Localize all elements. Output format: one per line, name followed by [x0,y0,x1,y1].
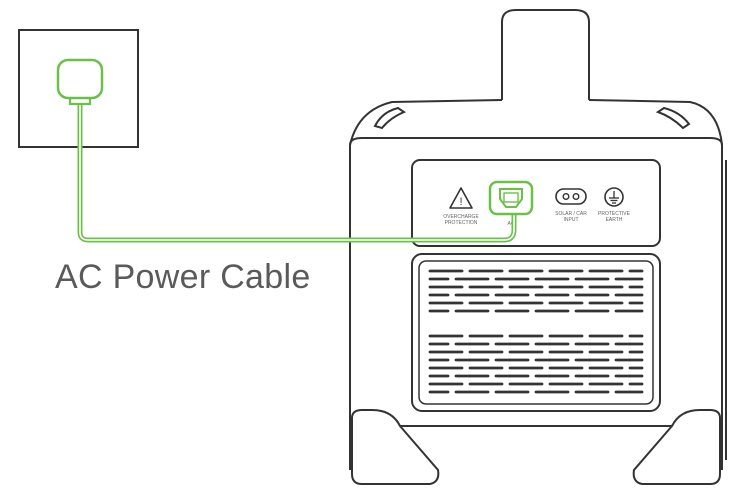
power-station [349,9,727,485]
earth-label-1: PROTECTIVE [598,211,631,217]
plug-icon [56,58,104,106]
right-handle-slot [655,106,691,130]
earth-ground-icon [604,187,624,207]
solar-label-1: SOLAR / CAR [555,211,587,217]
overcharge-label-2: PROTECTION [445,220,478,226]
left-handle-slot [373,106,407,130]
left-foot [351,409,440,485]
ac-power-cable [56,58,534,243]
right-foot [632,409,721,485]
solar-label-2: INPUT [564,217,579,223]
warning-glyph: ! [459,196,462,208]
cable-caption: AC Power Cable [55,258,311,296]
earth-label-2: EARTH [606,217,623,223]
connector-panel: ! OVERCHARGE PROTECTION SOLAR / CAR INPU… [411,159,661,247]
warning-triangle-icon: ! [449,187,473,209]
vent-grille-icon [411,253,661,412]
ac-inlet-icon [488,180,534,216]
top-shoulder [349,99,723,146]
main-body [349,137,723,470]
overcharge-label-1: OVERCHARGE [443,214,479,220]
ac-inlet-label: AC [508,221,515,227]
carry-handle [501,9,590,100]
dc-input-icon [555,188,587,205]
